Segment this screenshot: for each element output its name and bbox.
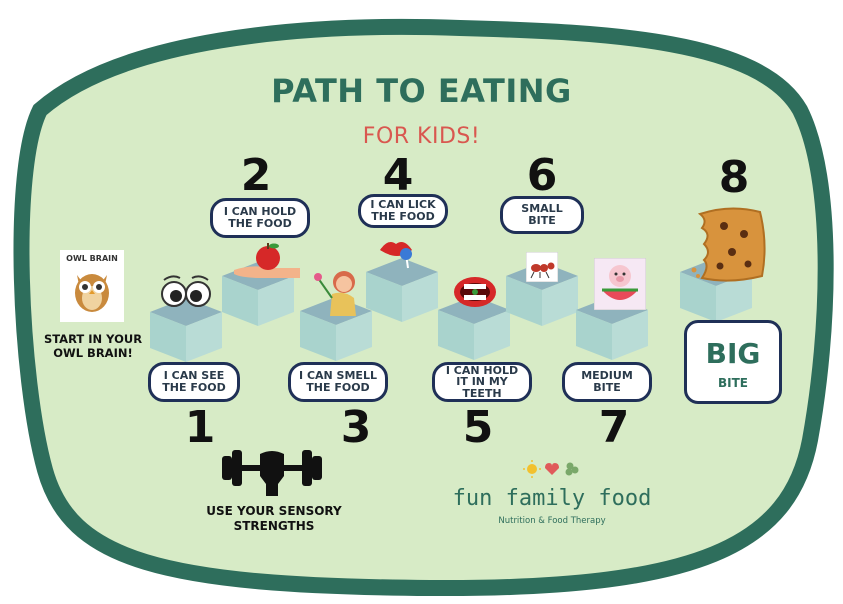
page-title: PATH TO EATING	[271, 72, 572, 110]
hand-holding-apple-icon	[234, 243, 300, 278]
step-6-label: SMALL BITE	[500, 196, 584, 234]
sun-heart-clover-icon	[523, 460, 579, 478]
step-8-bite-text: BITE	[718, 376, 748, 390]
step-8-big-text: BIG	[705, 337, 761, 370]
girl-smelling-flower-icon	[314, 271, 356, 316]
googly-eyes-icon	[161, 275, 211, 307]
step-8-number: 8	[718, 152, 750, 203]
step-4-label: I CAN LICK THE FOOD	[358, 194, 448, 228]
step-5-number: 5	[462, 402, 494, 453]
step-4-number: 4	[382, 150, 414, 201]
step-1-number: 1	[184, 402, 216, 453]
step-7-number: 7	[598, 402, 630, 453]
brand-name: fun family food	[452, 486, 652, 511]
brand-tagline: Nutrition & Food Therapy	[498, 516, 606, 526]
step-3-label: I CAN SMELL THE FOOD	[288, 362, 388, 402]
owl-icon	[75, 274, 109, 312]
mouth-with-teeth-icon	[454, 277, 496, 307]
ant-eating-icon	[526, 252, 558, 282]
step-2-number: 2	[240, 150, 272, 201]
pig-eating-watermelon-icon	[594, 258, 646, 310]
page-subtitle: FOR KIDS!	[362, 124, 481, 149]
owl-brain-card: OWL BRAIN	[60, 250, 124, 322]
step-7-label: MEDIUM BITE	[562, 362, 652, 402]
step-5-label: I CAN HOLD IT IN MY TEETH	[432, 362, 532, 402]
lips-lollipop-icon	[380, 242, 412, 269]
owl-caption: START IN YOUR OWL BRAIN!	[43, 332, 143, 361]
step-3-number: 3	[340, 402, 372, 453]
step-2-label: I CAN HOLD THE FOOD	[210, 198, 310, 238]
step-6-number: 6	[526, 150, 558, 201]
dumbbell-fist-icon	[222, 450, 322, 496]
step-1-label: I CAN SEE THE FOOD	[148, 362, 240, 402]
bitten-cookie-icon	[691, 207, 766, 282]
sensory-caption: USE YOUR SENSORY STRENGTHS	[206, 504, 342, 533]
step-8-box: BIG BITE	[684, 320, 782, 404]
owl-brain-label: OWL BRAIN	[66, 254, 118, 263]
